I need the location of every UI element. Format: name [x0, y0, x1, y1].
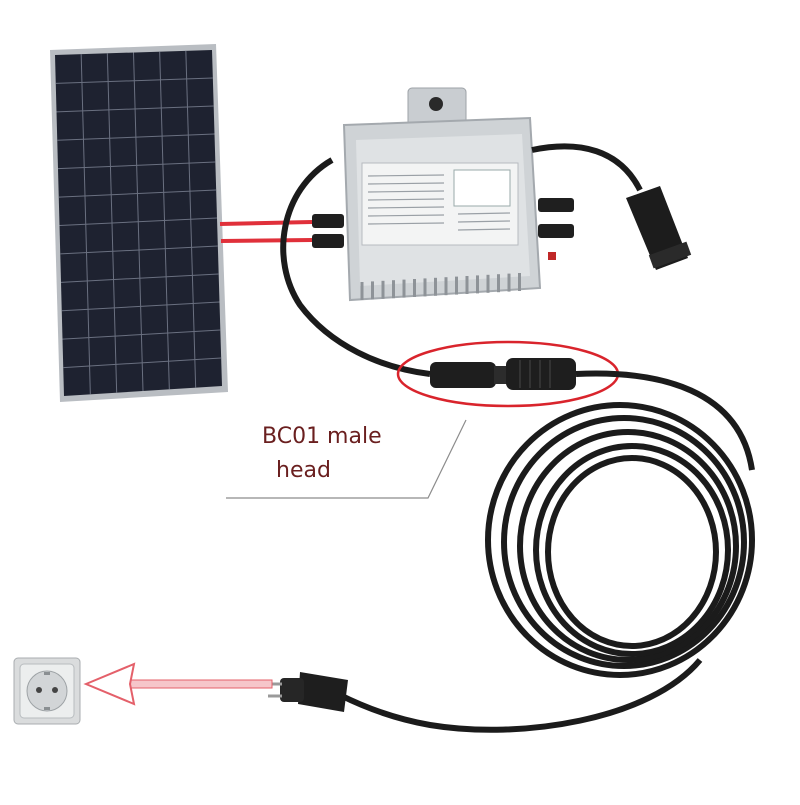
panel-to-inverter-wires: [219, 220, 313, 243]
plug-cable: [338, 658, 703, 733]
panel-grid-line: [56, 105, 214, 113]
solar-panel: [50, 44, 228, 402]
inverter-cooling-fins: [360, 273, 521, 300]
panel-grid-line: [58, 189, 217, 198]
schuko-plug: [268, 672, 348, 712]
panel-grid-line: [60, 273, 219, 283]
panel-grid-line: [57, 161, 216, 170]
panel-grid-line: [57, 133, 215, 141]
panel-grid-line: [63, 357, 222, 369]
callout-label-line-1: BC01 male: [262, 424, 382, 449]
solar-panel-cells: [55, 50, 222, 395]
panel-grid-line: [55, 77, 213, 84]
panel-grid-line: [61, 301, 220, 312]
callout-label: BC01 male head: [262, 420, 462, 488]
bc01-connector-pair: [430, 358, 576, 390]
direction-arrow: [83, 662, 273, 706]
panel-grid-line: [60, 245, 218, 255]
callout-label-line-2: head: [276, 458, 331, 483]
callout-leader-line: [226, 419, 467, 499]
panel-grid-line: [59, 217, 218, 226]
cable-coil: [485, 370, 755, 678]
micro-inverter: [312, 87, 574, 302]
panel-grid-line: [62, 329, 221, 340]
loose-connector: [626, 186, 692, 270]
wall-socket: [13, 657, 81, 725]
